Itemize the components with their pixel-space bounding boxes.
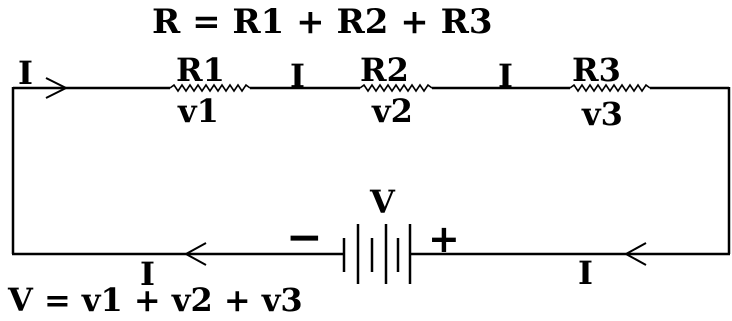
battery-voltage-label: V (370, 183, 395, 221)
battery-positive-sign: + (428, 217, 460, 261)
battery-negative-sign: − (286, 212, 323, 263)
current-arrow-top-icon (45, 77, 69, 99)
current-label-bottom-left: I (140, 255, 155, 293)
current-arrow-bottom-right-icon (623, 242, 647, 266)
current-label-between-r2-r3: I (498, 57, 513, 95)
current-label-between-r1-r2: I (290, 57, 305, 95)
current-label-bottom-right: I (578, 254, 593, 292)
voltage-v1-label: v1 (178, 92, 219, 130)
voltage-v2-label: v2 (372, 92, 413, 130)
resistor-r3-label: R3 (572, 51, 621, 89)
resistor-r1-symbol (169, 83, 251, 93)
resistor-r1-label: R1 (176, 51, 225, 89)
total-resistance-formula: R = R1 + R2 + R3 (152, 2, 493, 42)
current-arrow-bottom-left-icon (183, 242, 207, 266)
resistor-r2-label: R2 (360, 51, 409, 89)
resistor-r3-symbol (569, 83, 651, 93)
total-voltage-formula: V = v1 + v2 + v3 (8, 281, 303, 319)
current-label-top-left: I (18, 54, 33, 92)
resistor-r2-symbol (359, 83, 433, 93)
voltage-v3-label: v3 (582, 95, 623, 133)
